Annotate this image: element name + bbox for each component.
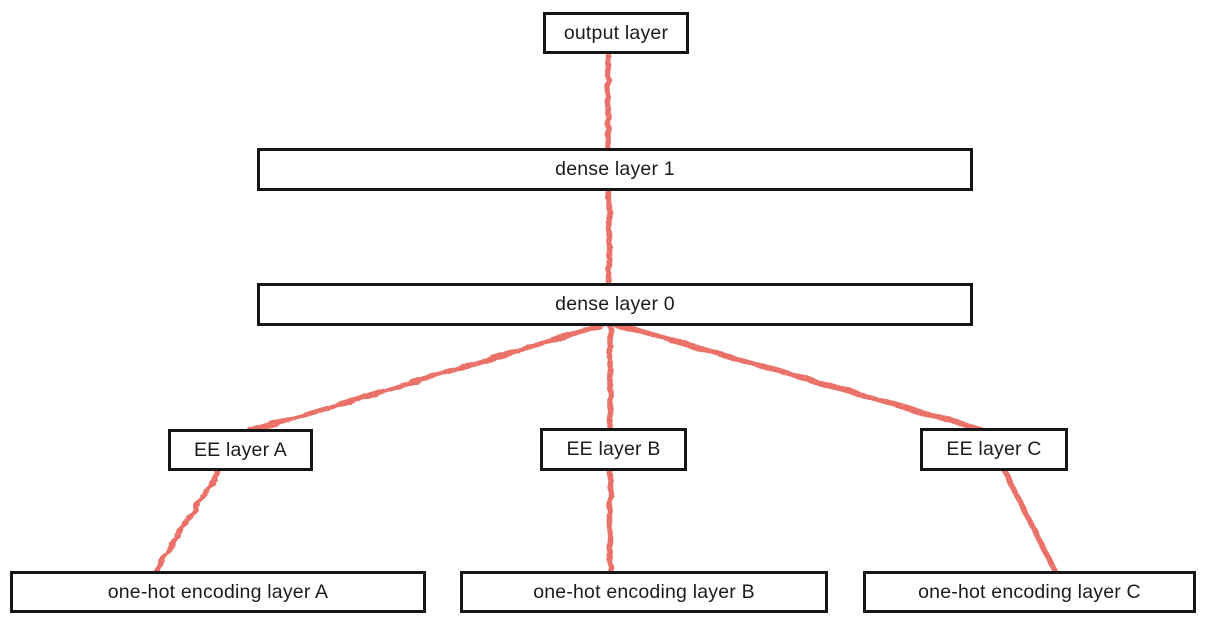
edge-ee-c-onehot-c <box>1000 465 1059 576</box>
node-ee-layer-c-label: EE layer C <box>946 438 1042 460</box>
edge-dense0-ee-a <box>248 320 611 434</box>
node-onehot-encoding-layer-b: one-hot encoding layer B <box>460 571 828 613</box>
node-onehot-encoding-layer-c-label: one-hot encoding layer C <box>918 580 1141 603</box>
edge-ee-a-onehot-a <box>151 465 224 576</box>
node-onehot-encoding-layer-b-label: one-hot encoding layer B <box>533 580 755 603</box>
node-onehot-encoding-layer-a-label: one-hot encoding layer A <box>107 580 329 603</box>
node-dense-layer-0-label: dense layer 0 <box>555 293 675 315</box>
node-onehot-encoding-layer-a: one-hot encoding layer A <box>10 571 426 613</box>
node-output-layer: output layer <box>543 12 689 54</box>
node-dense-layer-1-label: dense layer 1 <box>555 158 675 180</box>
node-ee-layer-a-label: EE layer A <box>193 438 288 461</box>
node-ee-layer-b-label: EE layer B <box>566 438 661 460</box>
node-onehot-encoding-layer-c: one-hot encoding layer C <box>863 571 1196 613</box>
edge-dense0-ee-c <box>609 320 986 433</box>
node-ee-layer-a: EE layer A <box>168 429 313 471</box>
node-output-layer-label: output layer <box>563 21 669 44</box>
node-dense-layer-1: dense layer 1 <box>257 148 973 191</box>
node-ee-layer-b: EE layer B <box>540 428 687 471</box>
node-ee-layer-c: EE layer C <box>920 428 1068 471</box>
node-dense-layer-0: dense layer 0 <box>257 283 973 326</box>
